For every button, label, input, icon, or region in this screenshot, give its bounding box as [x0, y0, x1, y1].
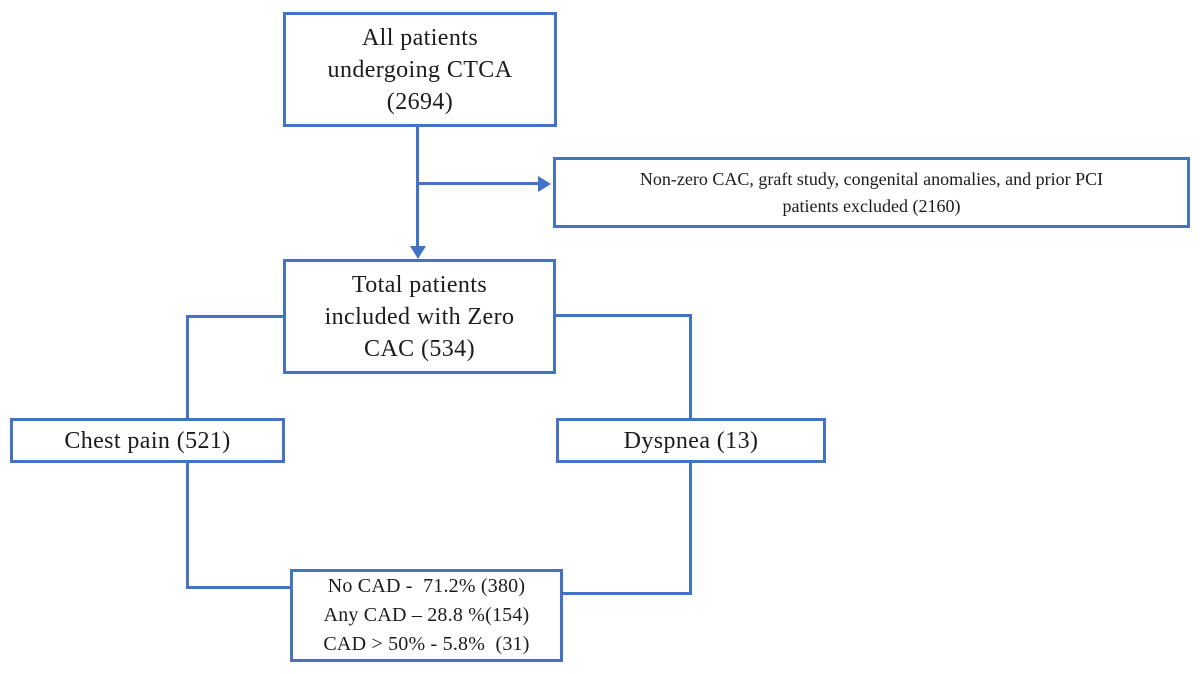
node-outcomes-line: CAD > 50% - 5.8% (31) — [323, 633, 530, 655]
node-dyspnea: Dyspnea (13) — [556, 418, 826, 463]
node-excluded: Non-zero CAC, graft study, congenital an… — [553, 157, 1190, 228]
node-excluded-line: patients excluded (2160) — [782, 195, 961, 216]
node-outcomes: No CAD - 71.2% (380) Any CAD – 28.8 %(15… — [290, 569, 563, 662]
connector-total-to-chest-horizontal — [186, 315, 283, 318]
node-outcomes-line: No CAD - 71.2% (380) — [327, 575, 526, 597]
arrow-down-icon — [410, 246, 426, 259]
connector-total-to-dyspnea-horizontal — [556, 314, 692, 317]
node-dyspnea-line: Dyspnea (13) — [623, 427, 759, 454]
node-outcomes-line: Any CAD – 28.8 %(154) — [323, 604, 530, 626]
node-all-patients-line: All patients — [361, 24, 479, 51]
node-chest-pain: Chest pain (521) — [10, 418, 285, 463]
node-total-zero-cac-line: Total patients — [351, 271, 488, 298]
node-excluded-line: Non-zero CAC, graft study, congenital an… — [639, 168, 1104, 189]
node-total-zero-cac: Total patients included with Zero CAC (5… — [283, 259, 556, 374]
connector-to-excluded — [416, 182, 538, 185]
node-all-patients-line: undergoing CTCA — [327, 56, 513, 83]
connector-all-to-total — [416, 126, 419, 247]
node-total-zero-cac-line: CAC (534) — [364, 335, 475, 362]
connector-chest-to-outcomes-vertical — [186, 463, 189, 589]
connector-dyspnea-to-outcomes-vertical — [689, 463, 692, 595]
node-chest-pain-line: Chest pain (521) — [64, 427, 231, 454]
node-all-patients-line: (2694) — [386, 88, 454, 115]
connector-total-to-chest-vertical — [186, 315, 189, 418]
arrow-right-icon — [538, 176, 551, 192]
connector-dyspnea-to-outcomes-horizontal — [563, 592, 692, 595]
node-all-patients: All patients undergoing CTCA (2694) — [283, 12, 557, 127]
connector-total-to-dyspnea-vertical — [689, 314, 692, 418]
connector-chest-to-outcomes-horizontal — [186, 586, 290, 589]
node-total-zero-cac-line: included with Zero — [324, 303, 515, 330]
